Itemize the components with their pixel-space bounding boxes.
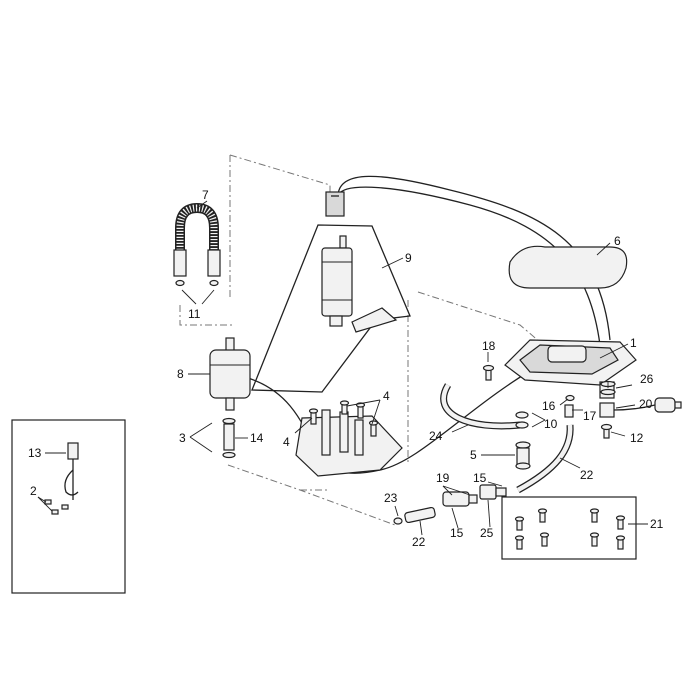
coiled-hose-7	[173, 202, 221, 287]
callout-23: 23	[384, 491, 398, 505]
screws-4	[308, 400, 379, 437]
leader-lines	[37, 200, 648, 536]
callout-15b: 15	[450, 526, 464, 540]
clamps-10	[515, 411, 529, 429]
callout-21: 21	[650, 517, 664, 531]
callout-2: 2	[30, 484, 37, 498]
screw-18	[482, 364, 495, 381]
callout-11: 11	[188, 307, 201, 321]
assembly-outlines	[179, 154, 541, 526]
callout-4a: 4	[383, 389, 390, 403]
connector-19	[442, 491, 478, 507]
callout-6: 6	[614, 234, 621, 248]
callout-4b: 4	[283, 435, 290, 449]
callout-26: 26	[640, 372, 654, 386]
callout-19: 19	[436, 471, 450, 485]
clamp-23	[393, 517, 403, 525]
callout-9: 9	[405, 251, 412, 265]
callout-labels: 7 11 9 6 1 18 8 3 14 4 4 10 5 24 16 17 2…	[28, 188, 664, 549]
hose-24	[440, 383, 521, 430]
callout-13: 13	[28, 446, 42, 460]
fittings-16-17	[564, 394, 575, 418]
pump-module-9	[251, 191, 411, 393]
screw-set-21	[501, 496, 637, 560]
callout-7: 7	[202, 188, 209, 202]
callout-24: 24	[429, 429, 443, 443]
callout-17: 17	[583, 409, 597, 423]
fitting-5	[515, 441, 531, 470]
callout-14: 14	[250, 431, 264, 445]
callout-5: 5	[470, 448, 477, 462]
callout-10: 10	[544, 417, 558, 431]
callout-3: 3	[179, 431, 186, 445]
connector-20	[599, 397, 682, 418]
tank-flange-1	[504, 339, 637, 399]
callout-25: 25	[480, 526, 494, 540]
callout-1: 1	[630, 336, 637, 350]
callout-12: 12	[630, 431, 644, 445]
callout-22a: 22	[580, 468, 594, 482]
callout-22b: 22	[412, 535, 426, 549]
callout-8: 8	[177, 367, 184, 381]
pipe-14	[222, 417, 236, 459]
callout-15a: 15	[473, 471, 487, 485]
sensor-detail-box	[11, 419, 126, 594]
fuel-filter-8	[209, 337, 251, 411]
fitting-25	[479, 484, 507, 500]
screw-12	[600, 423, 613, 439]
callout-16: 16	[542, 399, 556, 413]
hose-22-lower	[404, 506, 436, 524]
callout-18: 18	[482, 339, 496, 353]
callout-20: 20	[639, 397, 653, 411]
gasket-6	[508, 245, 628, 289]
pump-bracket	[295, 400, 403, 477]
